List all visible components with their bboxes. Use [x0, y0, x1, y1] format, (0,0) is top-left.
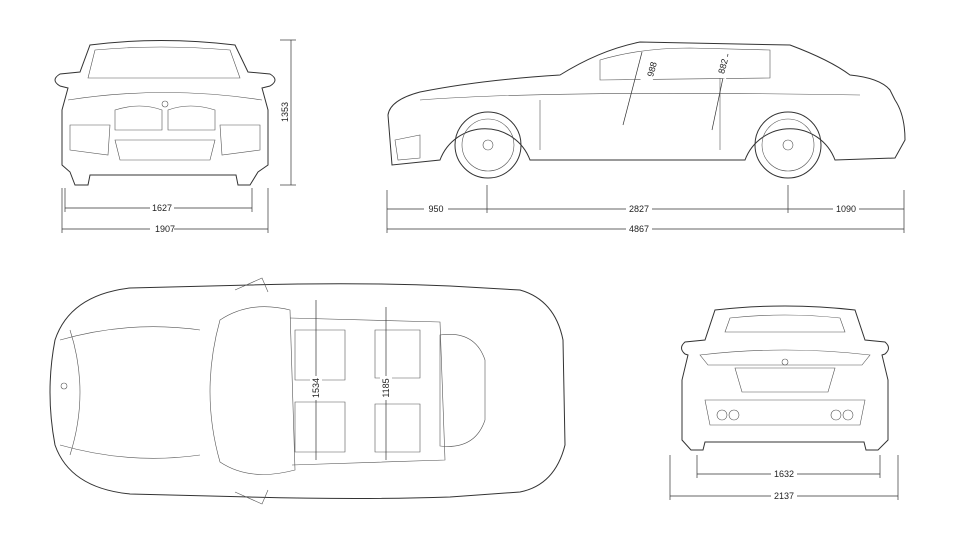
- top-view: 1534 1185: [49, 277, 566, 505]
- front-shoulder-width-label: 1534: [311, 378, 321, 398]
- rear-view: [681, 305, 889, 451]
- side-dimensions: 950 2827 1090 4867: [386, 185, 905, 234]
- length-label: 4867: [629, 224, 649, 234]
- rear-overall-width-label: 2137: [774, 491, 794, 501]
- front-view: [54, 40, 276, 186]
- rear-dimensions: 1632 2137: [669, 455, 899, 501]
- height-label: 1353: [280, 102, 290, 122]
- side-view: 988 882: [387, 41, 906, 179]
- wheelbase-label: 2827: [629, 204, 649, 214]
- rear-shoulder-width-label: 1185: [381, 378, 391, 397]
- front-dimensions: 1627 1907 1353: [61, 39, 296, 234]
- front-overall-width-label: 1907: [155, 224, 175, 234]
- rear-track-width-label: 1632: [774, 469, 794, 479]
- front-track-width-label: 1627: [152, 203, 172, 213]
- front-overhang-label: 950: [428, 204, 443, 214]
- front-headroom-label: 988: [645, 61, 659, 78]
- rear-overhang-label: 1090: [836, 204, 856, 214]
- rear-headroom-label: 882: [716, 58, 730, 75]
